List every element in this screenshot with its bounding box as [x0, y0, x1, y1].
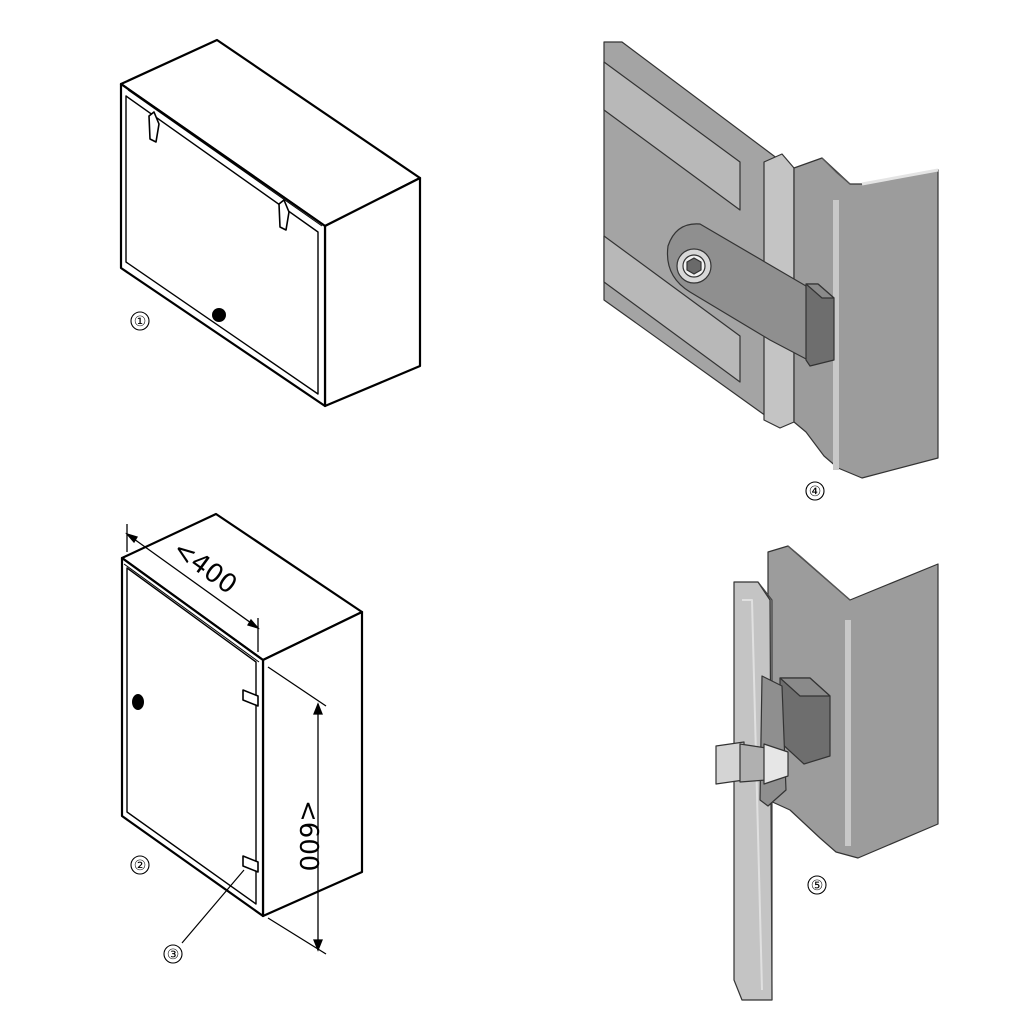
hinge-side-detail-drawing — [715, 545, 939, 1001]
callout-1: ① — [130, 311, 150, 331]
enclosure-horizontal-drawing — [119, 38, 422, 408]
callout-3: ③ — [163, 944, 183, 964]
hinge-leader-line — [181, 869, 245, 944]
callout-4: ④ — [805, 481, 825, 501]
callout-2-label: ② — [134, 858, 147, 874]
dimension-height — [267, 666, 327, 955]
callout-5-label: ⑤ — [811, 878, 824, 894]
callout-4-label: ④ — [809, 484, 822, 500]
callout-5: ⑤ — [807, 875, 827, 895]
callout-1-label: ① — [134, 314, 147, 330]
enclosure-vertical-drawing — [120, 512, 364, 918]
hinge-detail-drawing — [603, 41, 939, 479]
dimension-height-label: <600 — [293, 800, 323, 871]
callout-2: ② — [130, 855, 150, 875]
callout-3-label: ③ — [167, 947, 180, 963]
dimension-width — [125, 524, 260, 652]
